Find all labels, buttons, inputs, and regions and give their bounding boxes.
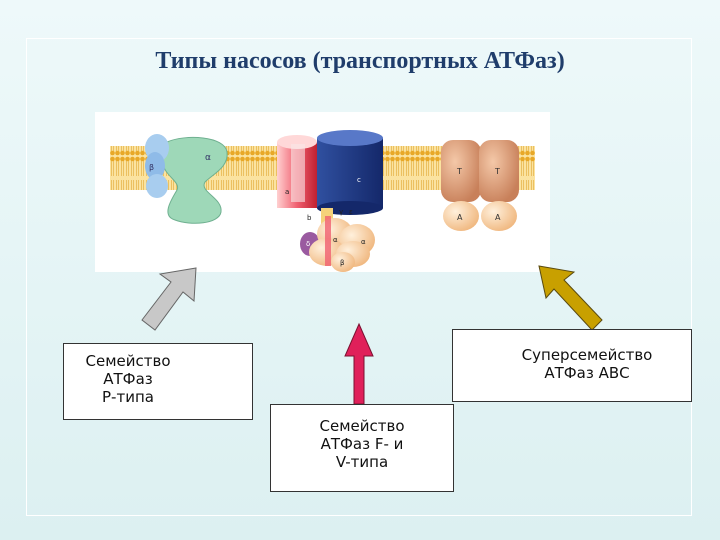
- fv-line-1: Семейство: [319, 417, 405, 435]
- slide-frame: [26, 38, 692, 516]
- label-f-b: b: [307, 214, 312, 222]
- fv-line-3: V-типа: [335, 453, 389, 471]
- label-f-beta: β: [340, 259, 344, 267]
- gray-arrow: [141, 267, 197, 331]
- p-type-line-2: АТФаз: [103, 370, 153, 388]
- label-f-alpha1: α: [333, 236, 338, 244]
- slide-title: Типы насосов (транспортных АТФаз): [155, 48, 565, 74]
- p-type-atpase: α β: [145, 134, 228, 224]
- p-type-line-3: Р-типа: [102, 388, 154, 406]
- abc-line-2: АТФаз АВС: [544, 364, 630, 382]
- membrane-figure: α β a c b δ γ ε: [95, 112, 550, 272]
- label-p-beta: β: [149, 163, 154, 172]
- abc-superfamily-box: Суперсемейство АТФаз АВС: [452, 329, 692, 402]
- label-abc-a1: A: [457, 213, 463, 222]
- label-abc-t2: T: [494, 167, 500, 176]
- gold-arrow: [538, 265, 603, 331]
- red-arrow: [344, 322, 374, 405]
- fv-type-family-box: Семейство АТФаз F- и V-типа: [270, 404, 454, 492]
- label-abc-t1: T: [456, 167, 462, 176]
- label-f-epsilon: ε: [349, 208, 353, 216]
- label-f-alpha2: α: [361, 238, 366, 246]
- abc-transporter: T T A A: [441, 140, 519, 231]
- label-f-gamma: γ: [339, 208, 343, 216]
- label-f-a: a: [285, 188, 289, 196]
- label-abc-a2: A: [495, 213, 501, 222]
- membrane-illustration: α β a c b δ γ ε: [110, 130, 535, 272]
- label-p-alpha: α: [205, 153, 211, 163]
- abc-line-1: Суперсемейство: [521, 346, 653, 364]
- fv-line-2: АТФаз F- и: [320, 435, 404, 453]
- p-type-family-box: Семейство АТФаз Р-типа: [63, 343, 253, 420]
- label-f-delta: δ: [306, 240, 310, 248]
- label-f-c: c: [357, 176, 361, 184]
- p-type-line-1: Семейство: [85, 352, 171, 370]
- fv-type-atpase: a c b δ γ ε α α β: [277, 130, 383, 272]
